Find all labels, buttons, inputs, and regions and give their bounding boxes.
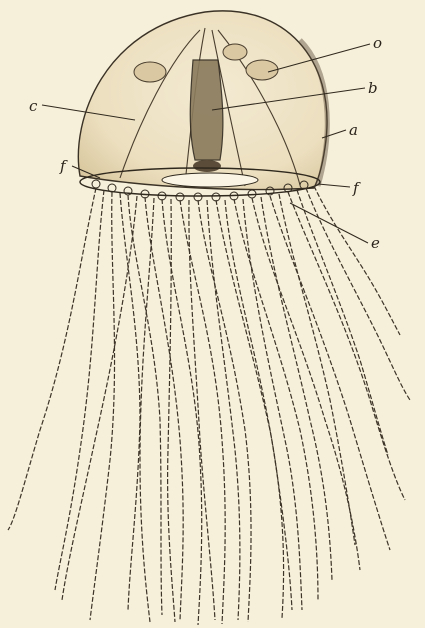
label-f-left: f bbox=[60, 159, 66, 174]
label-o: o bbox=[373, 36, 382, 51]
leader-e bbox=[290, 203, 368, 243]
label-c: c bbox=[29, 99, 37, 114]
leader-f-right bbox=[318, 184, 350, 187]
manubrium bbox=[190, 60, 223, 160]
velum-opening bbox=[162, 173, 258, 187]
label-b: b bbox=[368, 81, 378, 96]
label-a: a bbox=[349, 123, 358, 138]
mouth bbox=[193, 160, 221, 172]
label-f-right: f bbox=[353, 181, 359, 196]
tentacles bbox=[8, 186, 410, 625]
label-e: e bbox=[371, 236, 380, 251]
